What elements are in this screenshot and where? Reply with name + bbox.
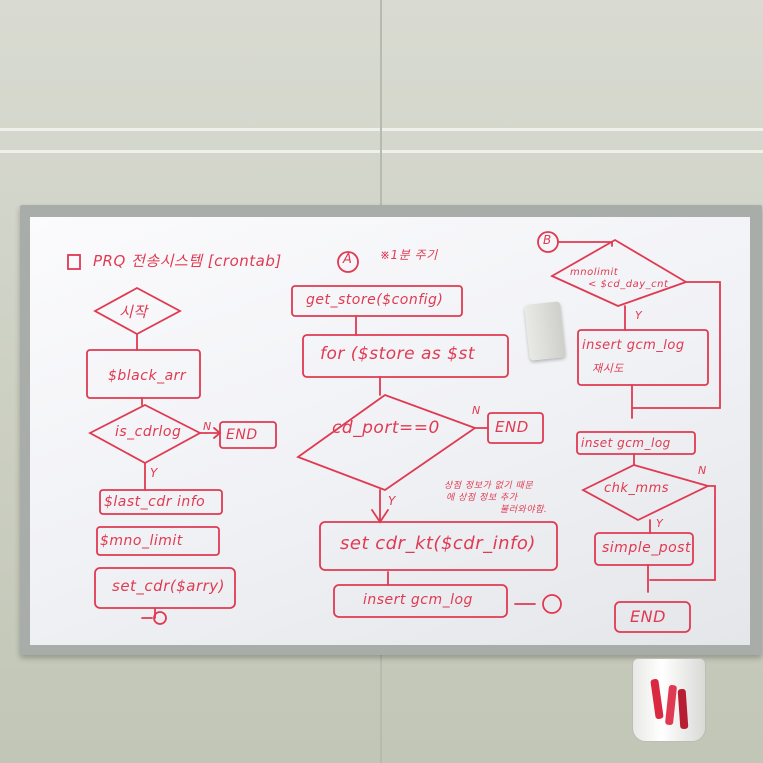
middle-end-label: END [495,418,529,436]
mno-limit-cond-line-2: < $cd_day_cnt [588,279,669,290]
insert-gcm-box [577,329,709,386]
last-cdr-box [99,489,223,515]
middle-y-label: Y [388,494,396,508]
get-store-label: get_store($config) [306,292,444,308]
for-loop-box [302,334,509,378]
right-end-label: END [630,607,666,626]
side-note-line-1: 상점 정보가 없기 때문 [444,481,534,491]
start-shape [93,286,182,336]
insert-gcm-label: insert gcm_log [582,338,685,353]
side-note-line-2: 에 상점 정보 추가 [446,493,518,503]
mno-limit-label: $mno_limit [100,533,183,549]
insert-log-box [333,584,508,618]
set-cdr-kt-label: set cdr_kt($cdr_info) [340,533,536,554]
left-n-label: N [203,420,212,433]
connector-a-label: A [343,252,353,267]
red-marker [650,678,664,720]
chk-mms-label: chk_mms [604,481,670,496]
insert-gcm-box-2 [576,431,696,455]
right-y-label-2: Y [656,517,664,530]
for-loop-label: for ($store as $st [320,344,476,364]
simple-post-box [594,532,694,566]
insert-log-label: insert gcm_log [363,592,473,608]
middle-n-label: N [472,404,481,417]
set-cdr-kt-box [319,521,558,571]
board-title: PRQ 전송시스템 [crontab] [93,252,282,270]
side-note-line-3: 불러와야함. [500,505,548,515]
last-cdr-label: $last_cdr info [104,494,206,510]
is-cdrlog-label: is_cdrlog [115,424,182,440]
right-n-label: N [698,464,707,477]
black-arr-box [86,349,201,399]
left-y-label: Y [150,466,158,480]
whiteboard-surface [30,217,750,645]
cd-port-label: cd_port==0 [332,418,440,438]
end-box-right [614,601,691,633]
whiteboard-eraser [524,301,566,361]
red-marker [664,684,678,726]
black-arr-label: $black_arr [108,368,187,384]
end-box-left [219,421,277,449]
insert-gcm-2-label: inset gcm_log [581,436,671,450]
mno-limit-box [96,526,220,556]
connector-b-label: B [543,233,552,247]
right-y-label: Y [635,309,643,322]
set-cdr-label: set_cdr($arry) [112,577,226,595]
mno-limit-cond-line-1: mnolimit [570,267,619,278]
left-end-label: END [226,427,258,443]
note-period: ※1분 주기 [380,248,438,262]
retry-label: 재시도 [592,362,624,375]
marker-cup [632,658,706,742]
simple-post-label: simple_post [602,540,691,556]
red-marker [677,688,689,730]
get-store-box [291,285,463,317]
start-label: 시작 [119,303,148,321]
cd-port-shape [296,393,477,492]
end-box-middle [487,412,544,444]
set-cdr-box [94,567,236,609]
